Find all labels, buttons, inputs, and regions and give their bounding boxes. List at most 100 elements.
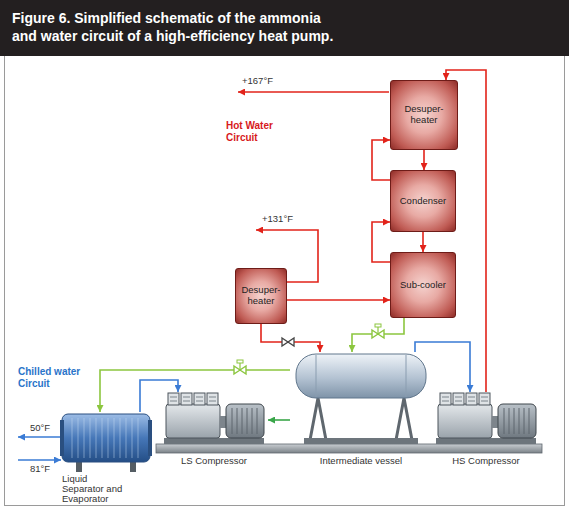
drawing-part [90,418,91,458]
base-skid [156,444,542,453]
node-label: Condenser [400,196,446,207]
drawing-part [234,366,246,374]
compressor-unit-drawing [162,392,266,456]
drawing-part [60,420,64,456]
pipe-line [423,150,425,170]
desuperheater-box: Desuper- heater [235,268,287,324]
drawing-part [504,408,505,434]
drawing-part [96,418,97,458]
evaporator-vessel-drawing [60,412,160,474]
drawing-part [114,418,115,458]
temperature-label: +131°F [262,214,293,225]
pipe-line [372,140,390,180]
title-bar: Figure 6. Simplified schematic of the am… [0,0,569,56]
drawing-part [102,418,103,458]
pipe-group [100,70,486,420]
drawing-part [84,418,85,458]
drawing-part [209,397,216,398]
expansion-valve [372,324,384,338]
desuperheater-box: Desuper- heater [390,80,458,150]
drawing-part [406,355,407,397]
drawing-part [442,397,449,398]
drawing-part [62,414,150,462]
compressor-unit: LS Compressor [162,392,268,468]
drawing-part [519,408,520,434]
drawing-part [78,418,79,458]
drawing-part [481,401,488,402]
intermediate-vessel-drawing [290,352,432,456]
pipe-line [422,232,424,252]
drawing-part [132,418,133,458]
temperature-label: 81°F [30,464,50,475]
drawing-part [170,397,177,398]
pipe-line [261,324,320,352]
drawing-part [108,418,109,458]
drawing-part [168,393,179,405]
node-label: HS Compressor [434,456,538,466]
shutoff-valve [282,338,294,346]
drawing-part [207,393,218,405]
node-label: Desuper- heater [395,104,453,126]
pipe-line [268,419,290,421]
drawing-part [310,398,412,440]
drawing-part [196,401,203,402]
drawing-part [242,408,243,434]
pipe-line [352,318,404,352]
condenser-box: Condenser [390,170,456,232]
subcooler-box: Sub-cooler [390,252,456,318]
drawing-part [183,401,190,402]
drawing-part [296,354,426,398]
drawing-part [126,418,127,458]
drawing-part [468,401,475,402]
figure-title: Figure 6. Simplified schematic of the am… [0,0,342,45]
drawing-part [237,360,243,363]
drawing-part [164,438,264,444]
drawing-part [170,401,177,402]
node-label: Intermediate vessel [290,456,432,466]
drawing-part [375,324,381,327]
hot-water-outlet [238,91,389,93]
node-label: Liquid Separator and Evaporator [62,474,126,504]
drawing-part [257,408,258,434]
drawing-part [120,418,121,458]
temperature-label: +167°F [242,76,273,87]
drawing-part [181,393,192,405]
drawing-part [455,401,462,402]
drawing-part [226,404,264,438]
drawing-part [498,404,536,438]
compressor-unit: HS Compressor [434,392,540,468]
drawing-part [453,393,464,405]
drawing-part [440,393,451,405]
chilled-water-outlet [18,436,61,438]
drawing-part [220,416,226,428]
drawing-part [166,404,220,438]
drawing-part [529,408,530,434]
drawing-part [524,408,525,434]
node-label: Desuper- heater [240,285,282,307]
evaporator-vessel: Liquid Separator and Evaporator [60,412,160,506]
drawing-part [436,438,536,444]
drawing-part [148,420,152,456]
circuit-label: Hot Water Circuit [226,120,290,143]
drawing-part [247,408,248,434]
drawing-part [304,438,418,444]
drawing-part [468,397,475,398]
circuit-label: Chilled water Circuit [18,366,90,389]
drawing-part [455,397,462,398]
drawing-part [438,404,492,438]
drawing-part [138,418,139,458]
drawing-part [509,408,510,434]
drawing-part [130,462,136,472]
drawing-part [466,393,477,405]
drawing-part [232,408,233,434]
chilled-water-inlet [18,459,61,461]
drawing-part [481,397,488,398]
drawing-part [316,355,317,397]
drawing-part [72,418,73,458]
drawing-part [282,338,294,346]
drawing-part [76,462,82,472]
node-label: LS Compressor [162,456,266,466]
drawing-part [183,397,190,398]
drawing-part [237,408,238,434]
